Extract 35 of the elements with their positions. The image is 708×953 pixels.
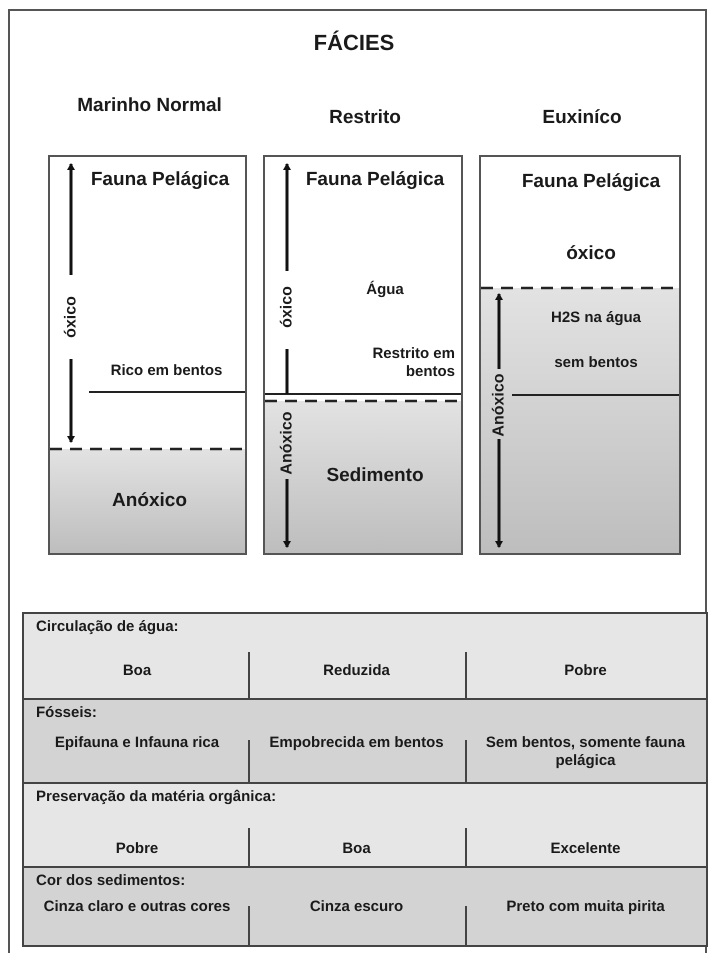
column-heading: Marinho Normal xyxy=(76,95,223,118)
zone-label: Anóxico xyxy=(111,490,188,513)
zone-label: H2S na água xyxy=(550,309,642,327)
table-value: Boa xyxy=(341,840,372,858)
table-value: Cinza escuro xyxy=(308,898,404,916)
column-heading: Restrito xyxy=(328,107,402,130)
zone-label: Água xyxy=(365,281,405,299)
table-value: Reduzida xyxy=(322,662,391,680)
table-value: Excelente xyxy=(549,840,622,858)
table-value: Epifauna e Infauna rica xyxy=(54,734,220,752)
zone-axis-label: óxico xyxy=(61,296,80,338)
zone-axis-label: óxico xyxy=(277,286,296,328)
zone-label: sem bentos xyxy=(553,354,639,372)
row-heading: Circulação de água: xyxy=(36,618,179,636)
zone-label: Sedimento xyxy=(325,465,425,488)
zone-label: Fauna Pelágica xyxy=(520,171,662,194)
zone-label: Fauna Pelágica xyxy=(304,169,446,192)
table-value: Pobre xyxy=(114,840,160,858)
row-heading: Cor dos sedimentos: xyxy=(36,872,186,890)
zone-axis-label: Anóxico xyxy=(489,373,508,437)
row-heading: Fósseis: xyxy=(36,704,97,722)
table-value: Preto com muita pirita xyxy=(505,898,666,916)
table-value: Empobrecida em bentos xyxy=(268,734,445,752)
zone-label: Rico em bentos xyxy=(110,362,224,380)
zone-axis-label: Anóxico xyxy=(277,411,296,475)
table-value: Pobre xyxy=(563,662,608,680)
diagram-title: FÁCIES xyxy=(312,30,396,56)
zone-label: Restrito em bentos xyxy=(371,345,455,381)
zone-label: Fauna Pelágica xyxy=(90,169,230,192)
table-value: Sem bentos, somente fauna pelágica xyxy=(484,734,686,770)
zone-label: óxico xyxy=(565,243,617,266)
table-value: Cinza claro e outras cores xyxy=(42,898,232,916)
table-value: Boa xyxy=(122,662,152,680)
column-heading: Euxiníco xyxy=(541,107,623,130)
row-heading: Preservação da matéria orgânica: xyxy=(36,788,276,806)
